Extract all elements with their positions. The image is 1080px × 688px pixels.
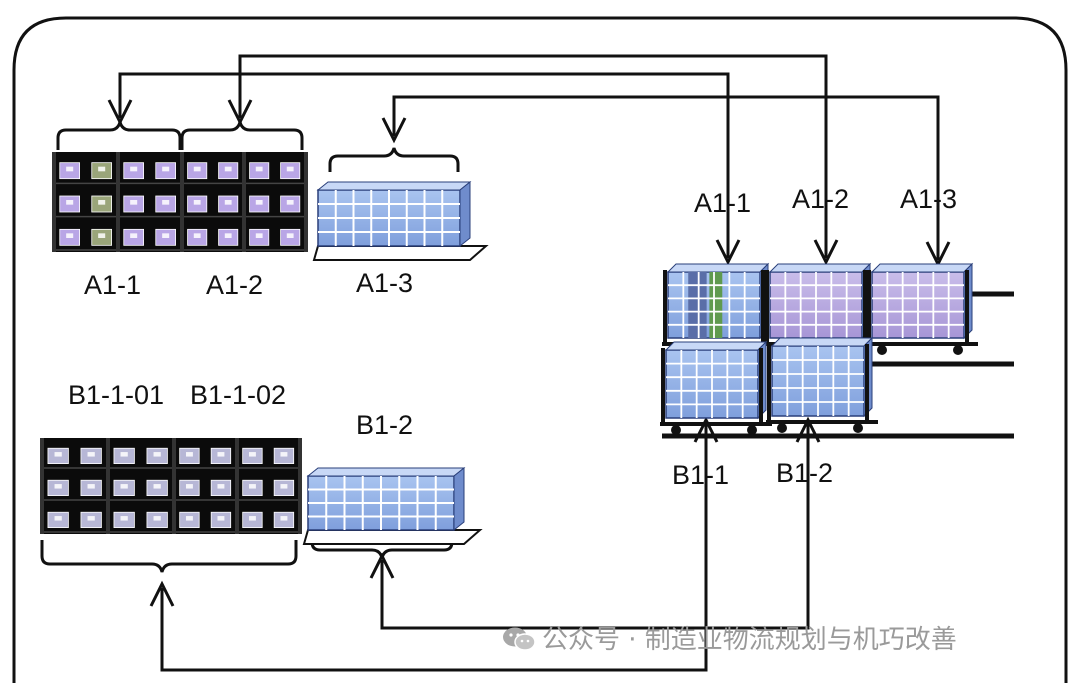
brace-b1-2 [310, 534, 454, 559]
cart-b1-2 [766, 336, 878, 433]
brace-b1-1 [40, 540, 298, 573]
wheel-icon [853, 423, 863, 433]
boxes-b1-2 [302, 466, 483, 545]
label-cart-b1-2: B1-2 [776, 458, 834, 488]
arrow-down-icon [381, 117, 407, 144]
brace-a1-1 [56, 121, 182, 150]
label-cart-a1-1: A1-1 [694, 188, 752, 218]
flow-line-b1-1 [160, 424, 708, 672]
flow-line-a1-1 [118, 72, 730, 258]
arrow-down-icon [715, 239, 741, 266]
rack-b1-1-01 [40, 438, 176, 534]
cart-a1-3 [866, 262, 978, 355]
braces [40, 121, 460, 573]
brace-a1-2 [180, 121, 304, 150]
conveyor-rails [662, 291, 1014, 439]
wheel-icon [777, 423, 787, 433]
box-stacks [302, 180, 489, 545]
label-rack-a1-3: A1-3 [356, 268, 414, 298]
watermark-text: 公众号 · 制造业物流规划与机巧改善 [542, 625, 957, 655]
rack-b1-1-02 [172, 438, 302, 534]
arrow-up-icon [149, 580, 175, 607]
label-rack-b1-1-01: B1-1-01 [68, 380, 165, 410]
label-rack-b1-1-02: B1-1-02 [190, 380, 287, 410]
flow-line-a1-3 [392, 95, 940, 260]
flow-line-a1-2 [238, 54, 828, 258]
arrow-down-icon [813, 239, 839, 266]
cart-b1-1 [660, 340, 772, 435]
label-cart-a1-2: A1-2 [792, 184, 850, 214]
shelf-racks [40, 152, 308, 534]
wheel-icon [877, 345, 887, 355]
carts [660, 262, 978, 435]
flow-line-b1-2 [380, 424, 810, 630]
label-rack-a1-1: A1-1 [84, 270, 142, 300]
wheel-icon [671, 425, 681, 435]
rack-a1-2 [180, 152, 308, 252]
brace-a1-3 [328, 147, 460, 172]
wheel-icon [953, 345, 963, 355]
label-cart-b1-1: B1-1 [672, 460, 730, 490]
wheel-icon [747, 425, 757, 435]
cart-a1-1 [662, 262, 774, 355]
label-rack-a1-2: A1-2 [206, 270, 264, 300]
watermark: 公众号 · 制造业物流规划与机巧改善 [502, 626, 957, 653]
label-cart-a1-3: A1-3 [900, 184, 958, 214]
wechat-icon [503, 627, 536, 651]
label-rack-b1-2: B1-2 [356, 410, 414, 440]
boxes-a1-3 [312, 180, 489, 261]
diagram-frame [12, 16, 1068, 683]
flow-lines [118, 54, 940, 672]
rack-a1-1 [52, 152, 184, 252]
